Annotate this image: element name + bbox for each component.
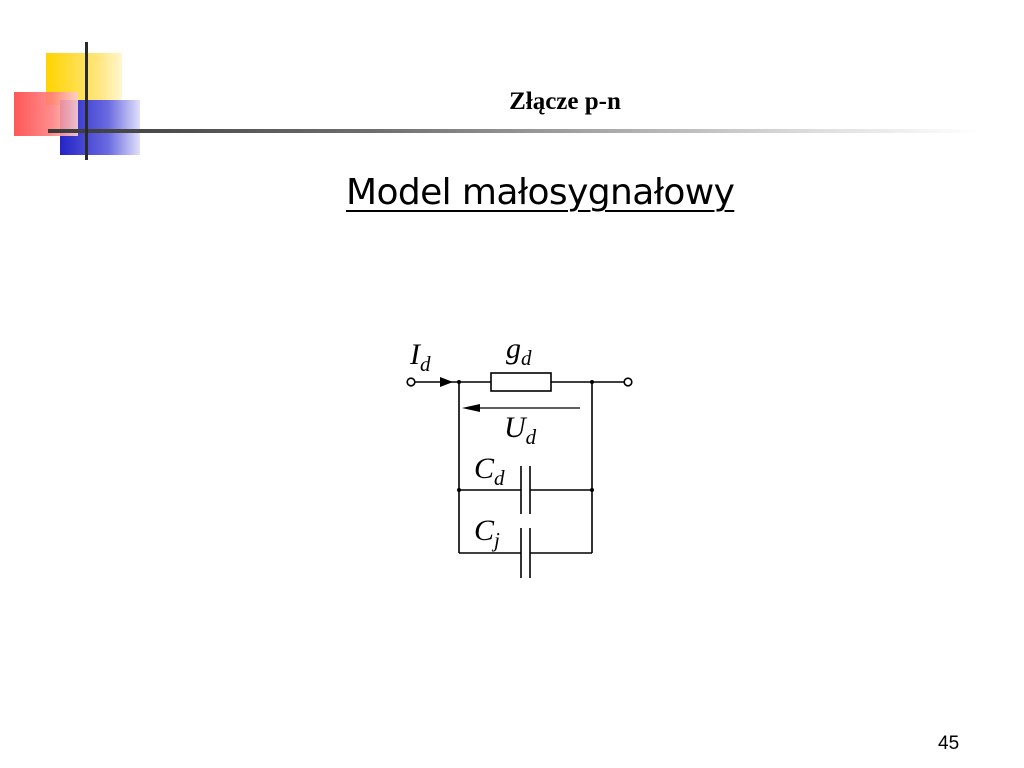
deco-horizontal-rule <box>48 129 978 133</box>
label-junction-capacitance: Cj <box>474 514 500 552</box>
junction-dot-mid-right <box>590 488 594 492</box>
junction-dot-top-right <box>590 380 594 384</box>
label-diffusion-capacitance: Cd <box>474 452 505 490</box>
deco-red-square <box>14 92 78 136</box>
input-terminal <box>406 377 416 387</box>
slide-heading: Model małosygnałowy <box>346 172 735 213</box>
page-number: 45 <box>938 733 960 754</box>
conductance-resistor <box>490 372 552 392</box>
decorative-corner-graphic <box>14 42 978 160</box>
label-conductance: gd <box>506 332 532 370</box>
small-signal-circuit-diagram: Id gd Ud Cd Cj <box>406 332 633 578</box>
label-current: Id <box>409 338 431 376</box>
deco-vertical-rule <box>85 42 88 160</box>
current-arrowhead <box>440 377 453 387</box>
output-terminal <box>623 377 633 387</box>
voltage-arrowhead <box>462 404 480 412</box>
junction-dot-top-left <box>457 380 461 384</box>
junction-dot-mid-left <box>457 488 461 492</box>
label-voltage: Ud <box>504 411 537 449</box>
header-title: Złącze p-n <box>509 88 621 115</box>
